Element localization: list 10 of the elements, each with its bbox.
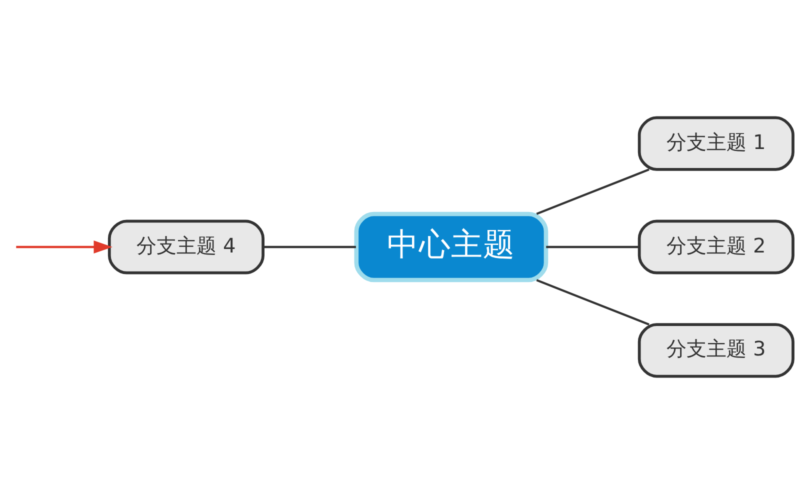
connector (536, 279, 650, 326)
node-box: 分支主题 4 (108, 220, 264, 274)
node-box: 分支主题 2 (638, 220, 794, 274)
connector (263, 246, 356, 248)
node-box: 分支主题 3 (638, 323, 794, 378)
connector (546, 246, 639, 248)
node-box: 分支主题 1 (638, 116, 794, 171)
connector (536, 168, 650, 215)
arrow (16, 240, 112, 254)
node-box: 中心主题 (354, 212, 548, 282)
